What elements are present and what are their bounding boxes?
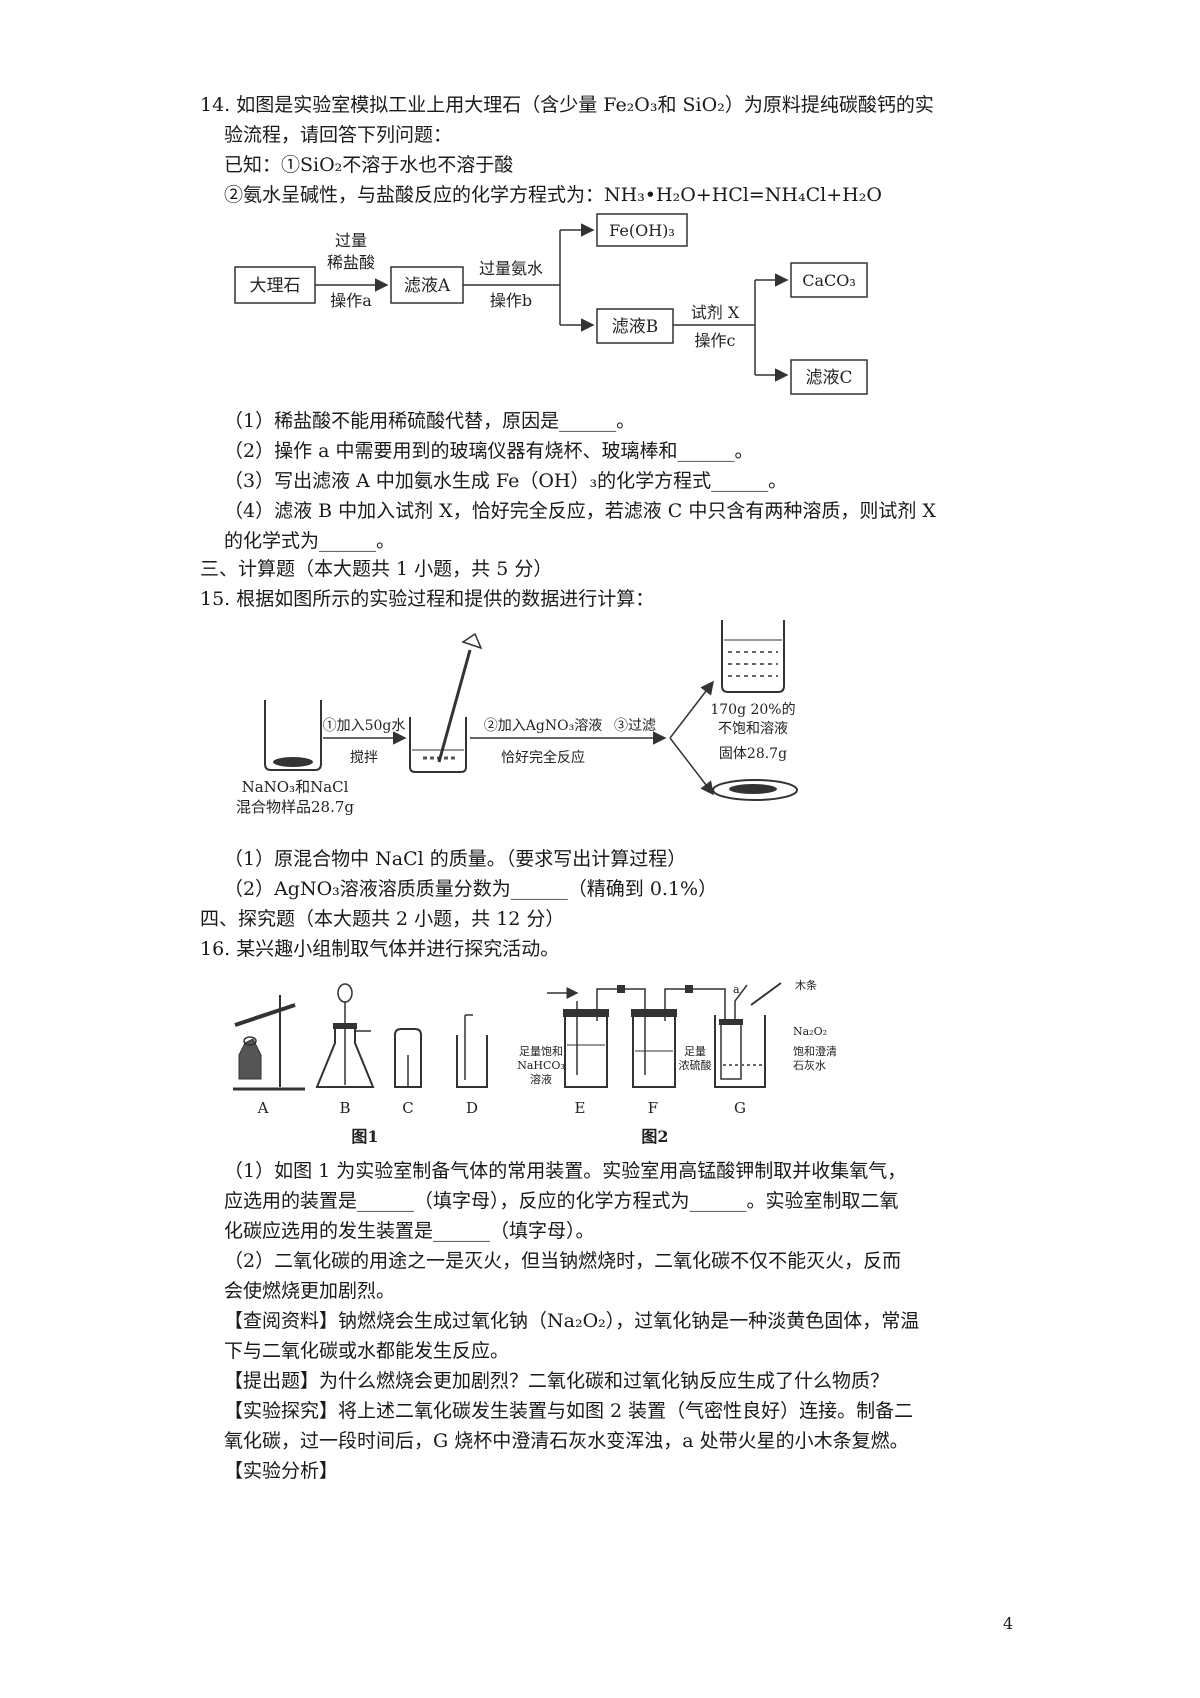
beaker-1 xyxy=(264,700,322,771)
q16-part1-line1: （1）如图 1 为实验室制备气体的常用装置。实验室用高锰酸钾制取并收集氧气， xyxy=(224,1160,907,1182)
q14-part3: （3）写出滤液 A 中加氨水生成 Fe（OH）₃的化学方程式______。 xyxy=(224,470,788,492)
apparatus-g: a 木条 Na₂O₂ 饱和澄清 石灰水 G xyxy=(714,978,837,1117)
apparatus-d: D xyxy=(456,1014,488,1117)
step-1-label: ①加入50g水 xyxy=(323,718,406,734)
q16-explore-line2: 氧化碳，过一段时间后，G 烧杯中澄清石灰水变浑浊，a 处带火星的小木条复燃。 xyxy=(224,1430,909,1452)
label-a: A xyxy=(257,1099,269,1117)
q16-part2-line2: 会使燃烧更加剧烈。 xyxy=(224,1280,396,1302)
acid-label-1: 过量 xyxy=(335,231,367,250)
apparatus-f: 足量 浓硫酸 F xyxy=(631,1001,712,1117)
apparatus-a: A xyxy=(233,995,305,1117)
feoh3-label: Fe(OH)₃ xyxy=(609,221,675,240)
dropper-bulb xyxy=(461,632,483,650)
e-label-2: NaHCO₃ xyxy=(517,1059,565,1072)
q14-known-2: ②氨水呈碱性，与盐酸反应的化学方程式为：NH₃•H₂O+HCl=NH₄Cl+H₂… xyxy=(224,184,882,206)
e-label-1: 足量饱和 xyxy=(519,1044,563,1058)
beaker-2 xyxy=(409,717,467,773)
sample-label-1: NaNO₃和NaCl xyxy=(242,778,349,796)
evaporating-dish xyxy=(712,779,798,801)
box-filtrate-c xyxy=(790,359,868,395)
apparatus-c: C xyxy=(394,1028,422,1117)
q16-part1-line3: 化碳应选用的发生装置是______（填字母）。 xyxy=(224,1220,595,1242)
filtrate-c-label: 滤液C xyxy=(805,368,852,388)
fig2-caption: 图2 xyxy=(641,1127,668,1146)
solution-label-2: 不饱和溶液 xyxy=(718,721,788,737)
q14-part1: （1）稀盐酸不能用稀硫酸代替，原因是______。 xyxy=(224,410,636,432)
q14-part2: （2）操作 a 中需要用到的玻璃仪器有烧杯、玻璃棒和______。 xyxy=(224,440,754,462)
q15-part2: （2）AgNO₃溶液溶质质量分数为______（精确到 0.1%） xyxy=(224,878,718,900)
op-b-label: 操作b xyxy=(490,291,532,310)
caco3-label: CaCO₃ xyxy=(802,271,856,290)
sample-solid xyxy=(273,757,313,767)
q16-stem: 16. 某兴趣小组制取气体并进行探究活动。 xyxy=(200,938,560,960)
q14-part4-line1: （4）滤液 B 中加入试剂 X，恰好完全反应，若滤液 C 中只含有两种溶质，则试… xyxy=(224,500,936,522)
g-label-lime-2: 石灰水 xyxy=(793,1058,826,1072)
flowchart: 大理石 过量 稀盐酸 操作a 滤液A 过量氨水 操作b Fe(OH)₃ 滤液B … xyxy=(234,213,868,395)
f-label-2: 浓硫酸 xyxy=(679,1058,712,1072)
filtered-solid xyxy=(729,784,777,794)
experiment-figure: NaNO₃和NaCl 混合物样品28.7g ①加入50g水 搅拌 ②加入AgNO… xyxy=(236,620,798,816)
g-label-lime-1: 饱和澄清 xyxy=(793,1044,837,1058)
g-label-a: a xyxy=(733,983,740,996)
q16-info-line1: 【查阅资料】钠燃烧会生成过氧化钠（Na₂O₂），过氧化钠是一种淡黄色固体，常温 xyxy=(224,1310,920,1332)
step-3-label: ③过滤 xyxy=(614,718,656,734)
solution-label-1: 170g 20%的 xyxy=(710,702,795,718)
q14-stem-line2: 验流程，请回答下列问题： xyxy=(224,124,453,146)
label-c: C xyxy=(402,1099,413,1117)
g-label-na2o2: Na₂O₂ xyxy=(793,1025,827,1038)
page-number: 4 xyxy=(1003,1614,1014,1633)
stir-label: 搅拌 xyxy=(350,750,378,766)
q16-part1-line2: 应选用的装置是______（填字母），反应的化学方程式为______。实验室制取… xyxy=(224,1190,899,1212)
acid-label-2: 稀盐酸 xyxy=(327,253,375,272)
box-caco3 xyxy=(790,262,868,298)
fig1-caption: 图1 xyxy=(351,1127,378,1146)
label-d: D xyxy=(466,1099,478,1117)
label-b: B xyxy=(339,1099,350,1117)
filtrate-a-label: 滤液A xyxy=(404,276,451,296)
q15-part1: （1）原混合物中 NaCl 的质量。（要求写出计算过程） xyxy=(224,848,687,870)
box-feoh3 xyxy=(596,213,688,247)
section-3-heading: 三、计算题（本大题共 1 小题，共 5 分） xyxy=(200,558,553,580)
solid-label: 固体28.7g xyxy=(719,746,787,762)
section-4-heading: 四、探究题（本大题共 2 小题，共 12 分） xyxy=(200,908,565,930)
q14-stem-line1: 14. 如图是实验室模拟工业上用大理石（含少量 Fe₂O₃和 SiO₂）为原料提… xyxy=(200,94,934,116)
q16-question: 【提出题】为什么燃烧会更加剧烈？二氧化碳和过氧化钠反应生成了什么物质？ xyxy=(224,1370,890,1392)
reagent-x-label: 试剂 X xyxy=(691,303,740,322)
q15-stem: 15. 根据如图所示的实验过程和提供的数据进行计算： xyxy=(200,588,655,610)
ammonia-label: 过量氨水 xyxy=(479,259,543,278)
filtrate-b-label: 滤液B xyxy=(612,317,659,337)
box-filtrate-b xyxy=(596,308,674,344)
exact-label: 恰好完全反应 xyxy=(501,749,585,766)
glass-rod xyxy=(437,649,472,763)
q16-explore-line1: 【实验探究】将上述二氧化碳发生装置与如图 2 装置（气密性良好）连接。制备二 xyxy=(224,1400,914,1422)
sample-label-2: 混合物样品28.7g xyxy=(236,798,354,816)
apparatus-figure: A B C D 足量饱和 NaHCO₃ 溶液 E xyxy=(233,978,837,1146)
q16-part2-line1: （2）二氧化碳的用途之一是灭火，但当钠燃烧时，二氧化碳不仅不能灭火，反而 xyxy=(224,1250,902,1272)
beaker-3 xyxy=(721,620,785,693)
op-a-label: 操作a xyxy=(330,291,372,310)
q14-part4-line2: 的化学式为______。 xyxy=(224,530,396,552)
label-f: F xyxy=(648,1099,658,1117)
apparatus-b: B xyxy=(315,983,375,1117)
q16-info-line2: 下与二氧化碳或水都能发生反应。 xyxy=(224,1340,510,1362)
apparatus-e: 足量饱和 NaHCO₃ 溶液 E xyxy=(517,987,609,1117)
arrow-to-solution xyxy=(669,680,714,739)
q14-known-1: 已知：①SiO₂不溶于水也不溶于酸 xyxy=(224,154,514,176)
f-label-1: 足量 xyxy=(684,1045,706,1058)
e-label-3: 溶液 xyxy=(530,1072,552,1086)
g-label-stick: 木条 xyxy=(795,978,817,992)
marble-label: 大理石 xyxy=(250,276,301,296)
label-e: E xyxy=(575,1099,586,1117)
q16-analysis: 【实验分析】 xyxy=(224,1460,339,1482)
step-2-label: ②加入AgNO₃溶液 xyxy=(484,718,602,734)
op-c-label: 操作c xyxy=(695,331,736,350)
label-g: G xyxy=(734,1099,746,1117)
arrow-to-solid xyxy=(669,737,714,796)
